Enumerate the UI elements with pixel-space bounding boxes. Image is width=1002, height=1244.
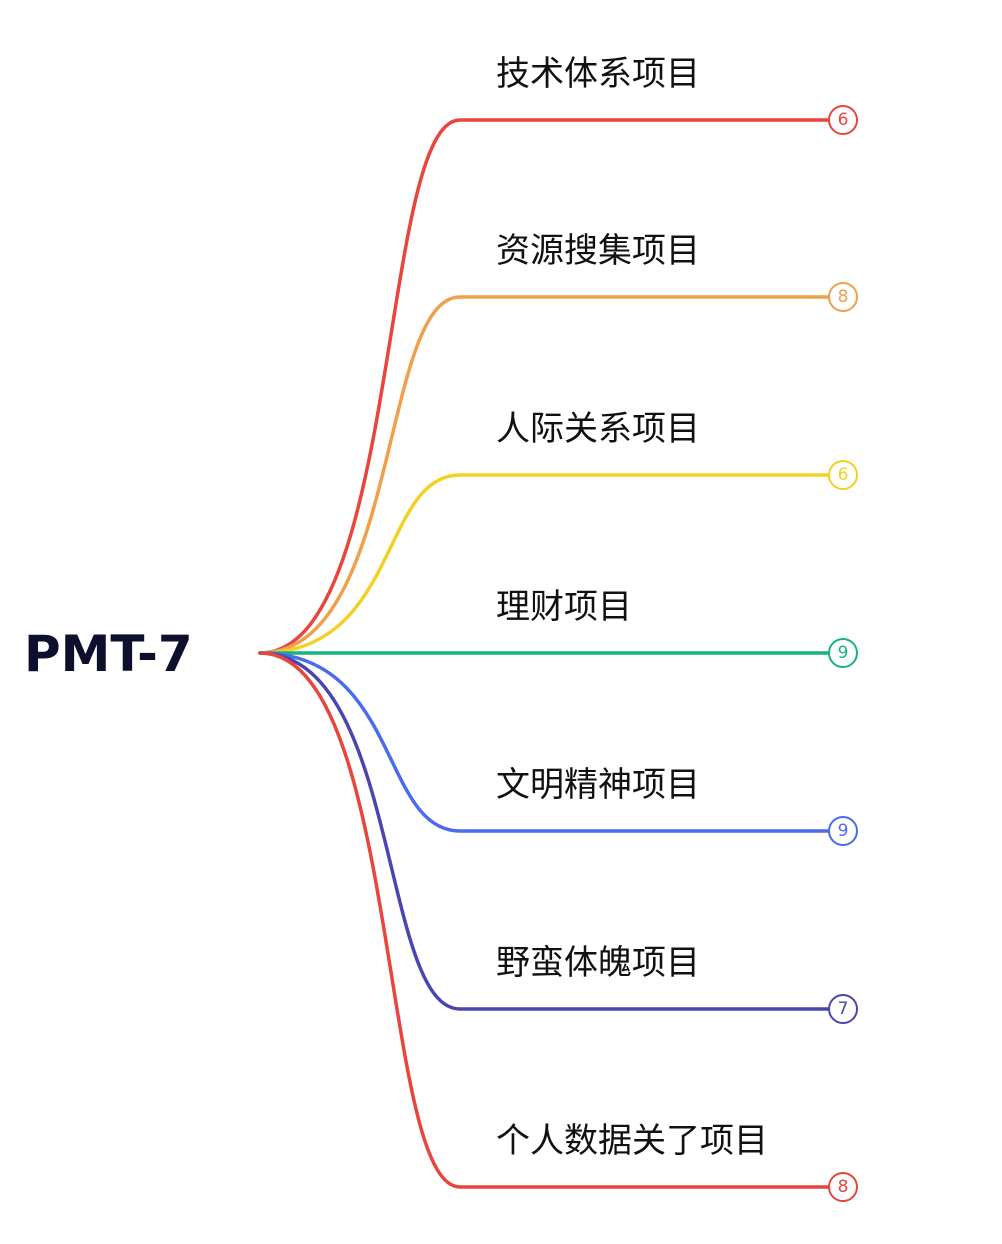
branch-node-label[interactable]: 资源搜集项目 (496, 231, 700, 271)
child-count-badge[interactable]: 7 (828, 994, 858, 1024)
branch-connector (258, 651, 830, 833)
branch-node-label[interactable]: 个人数据关了项目 (496, 1121, 768, 1161)
branch-connector (258, 118, 830, 655)
branch-connector (258, 651, 830, 1011)
branch-connector (258, 651, 830, 1189)
branch-connector (258, 473, 830, 655)
child-count-badge[interactable]: 9 (828, 816, 858, 846)
child-count-badge[interactable]: 6 (828, 460, 858, 490)
child-count-badge[interactable]: 8 (828, 282, 858, 312)
branch-node-label[interactable]: 人际关系项目 (496, 409, 700, 449)
root-node[interactable]: PMT-7 (24, 625, 193, 683)
child-count-badge[interactable]: 8 (828, 1172, 858, 1202)
branch-node-label[interactable]: 技术体系项目 (496, 54, 700, 94)
branch-node-label[interactable]: 野蛮体魄项目 (496, 943, 700, 983)
child-count-badge[interactable]: 9 (828, 638, 858, 668)
branch-node-label[interactable]: 文明精神项目 (496, 765, 700, 805)
child-count-badge[interactable]: 6 (828, 105, 858, 135)
branch-node-label[interactable]: 理财项目 (496, 587, 632, 627)
branch-connector (258, 295, 830, 655)
